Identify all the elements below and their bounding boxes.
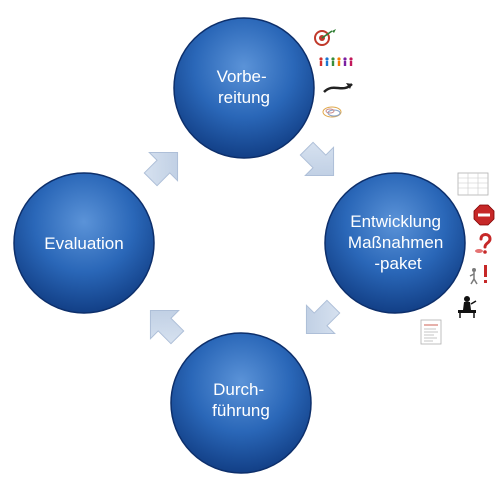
arrow-durchfuehrung-to-evaluation [149, 309, 185, 345]
phase-durchfuehrung-line-2: führung [212, 401, 270, 420]
document-icon [420, 319, 442, 345]
phase-entwicklung: Entwicklung Maßnahmen -paket [324, 172, 466, 314]
arrow-vorbereitung-to-entwicklung [299, 141, 335, 177]
phase-evaluation-line-1: Evaluation [44, 234, 123, 253]
phase-vorbereitung: Vorbe- reitung [173, 17, 315, 159]
target-icon [314, 29, 336, 46]
scribble-icon [322, 106, 342, 118]
question-mark-icon [475, 233, 492, 254]
person-desk-icon [458, 296, 477, 318]
phase-evaluation: Evaluation [13, 172, 155, 314]
phase-durchfuehrung-label: Durch- führung [212, 380, 270, 420]
phase-entwicklung-line-1: Entwicklung [350, 212, 441, 231]
spreadsheet-icon [457, 172, 489, 196]
phase-evaluation-label: Evaluation [44, 234, 123, 253]
curved-arrow-icon [323, 83, 353, 93]
phase-vorbereitung-line-2: reitung [218, 88, 270, 107]
phase-durchfuehrung-line-1: Durch- [213, 380, 264, 399]
phase-durchfuehrung: Durch- führung [170, 332, 312, 474]
phase-entwicklung-label: Entwicklung Maßnahmen -paket [348, 212, 448, 273]
arrow-entwicklung-to-durchfuehrung [305, 299, 341, 335]
people-row-icon [319, 57, 353, 66]
phase-vorbereitung-label: Vorbe- reitung [217, 67, 272, 107]
stop-sign-icon [473, 204, 495, 226]
phase-vorbereitung-line-1: Vorbe- [217, 67, 267, 86]
person-exclamation-icon [469, 265, 487, 285]
phase-entwicklung-line-3: -paket [374, 254, 422, 273]
arrow-evaluation-to-vorbereitung [143, 151, 179, 187]
phase-entwicklung-line-2: Maßnahmen [348, 233, 443, 252]
